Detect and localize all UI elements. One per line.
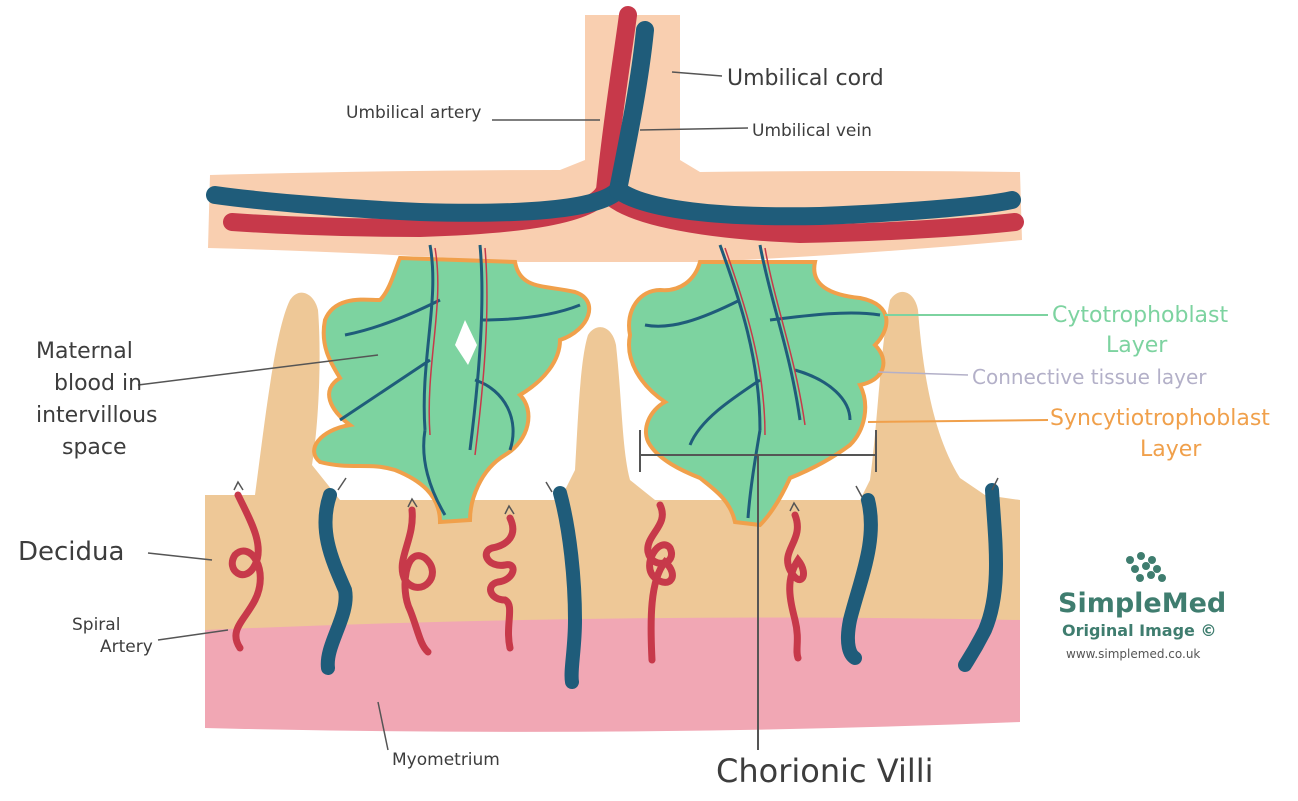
label-umbilical-cord: Umbilical cord [727, 66, 884, 91]
arrow-tip-5 [337, 477, 347, 491]
left-villus-vessels [339, 244, 581, 516]
umbilical-vein [206, 21, 654, 222]
watermark-brand: SimpleMed [1058, 588, 1226, 619]
arrow-tip-2 [407, 497, 418, 508]
leader-connective [877, 371, 969, 376]
arrow-tip-3 [504, 504, 515, 515]
label-maternal-blood-line3: intervillous [36, 403, 157, 428]
simplemed-watermark: SimpleMed Original Image © www.simplemed… [1058, 552, 1226, 661]
myometrium-layer [205, 596, 1020, 732]
spiral-vein-3 [840, 493, 878, 665]
leader-syncytiotrophoblast [867, 419, 1049, 423]
arrow-tip-6 [545, 481, 553, 493]
chorionic-villi-bracket [639, 430, 877, 750]
left-villus-outline [312, 255, 592, 525]
arrow-tip-1 [233, 480, 244, 491]
spiral-veins [318, 483, 1003, 689]
label-umbilical-vein: Umbilical vein [752, 121, 872, 141]
arrow-tip-8 [991, 477, 999, 491]
spiral-artery-5 [784, 511, 807, 662]
leader-spiral-artery [157, 629, 229, 641]
label-chorionic-villi: Chorionic Villi [716, 752, 934, 790]
label-umbilical-artery: Umbilical artery [346, 103, 481, 123]
label-syncytiotrophoblast-line1: Syncytiotrophoblast [1050, 406, 1270, 431]
right-villus-tree [627, 244, 889, 528]
spiral-artery-4 [644, 501, 676, 664]
watermark-url: www.simplemed.co.uk [1066, 647, 1200, 661]
label-decidua: Decidua [18, 537, 124, 567]
label-connective-tissue: Connective tissue layer [972, 365, 1207, 389]
watermark-subtitle: Original Image © [1062, 621, 1216, 640]
leader-myometrium [377, 701, 389, 751]
label-maternal-blood: Maternal blood in intervillous space [36, 339, 157, 460]
leader-umbilical-vein [639, 127, 749, 131]
label-syncytiotrophoblast-line2: Layer [1140, 437, 1202, 462]
label-maternal-blood-line1: Maternal [36, 339, 133, 364]
spiral-vein-4 [958, 483, 1003, 672]
leader-lines [137, 71, 969, 751]
label-myometrium: Myometrium [392, 750, 500, 770]
spiral-vein-1 [318, 488, 353, 675]
leader-decidua [147, 552, 213, 561]
arrow-tip-4 [789, 501, 800, 512]
left-villus-tree [312, 244, 592, 525]
spiral-artery-2 [398, 506, 436, 656]
umbilical-artery-right [596, 181, 1024, 244]
label-maternal-blood-line2: blood in [54, 371, 142, 396]
label-maternal-blood-line4: space [62, 435, 127, 460]
label-cytotrophoblast-line2: Layer [1106, 333, 1168, 358]
umbilical-vein-right [609, 181, 1021, 226]
leader-maternal-blood [137, 354, 379, 386]
spiral-artery-1 [228, 491, 264, 652]
right-villus-arteries [724, 247, 806, 436]
spiral-arteries [228, 491, 807, 664]
left-villus-gap [455, 320, 477, 365]
simplemed-logo-icon [1126, 552, 1166, 582]
arrow-tip-7 [855, 485, 863, 498]
label-cytotrophoblast-line1: Cytotrophoblast [1052, 303, 1229, 328]
left-villus-arteries [428, 247, 488, 456]
spiral-artery-3 [482, 514, 517, 652]
label-spiral-artery-line2: Artery [100, 637, 153, 657]
arrow-tips [233, 477, 999, 515]
right-villus-vessels [644, 244, 881, 519]
spiral-vein-2 [553, 486, 583, 689]
leader-umbilical-cord [671, 71, 723, 77]
label-spiral-artery-line1: Spiral [72, 615, 120, 635]
